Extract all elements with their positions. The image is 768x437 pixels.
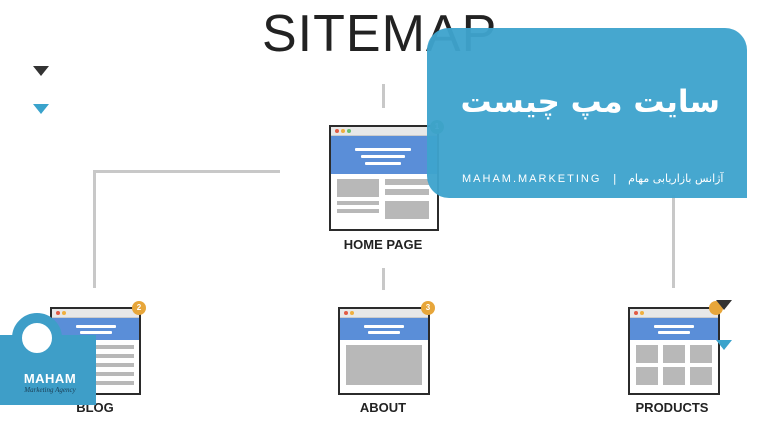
connector-line [382, 268, 385, 290]
banner-subtitle: MAHAM.MARKETING | آژانس بازاریابی مهام [462, 172, 722, 185]
triangle-down-icon [33, 66, 49, 76]
blog-badge: 2 [132, 301, 146, 315]
separator: | [613, 172, 617, 185]
logo-tagline: Marketing Agency [10, 386, 90, 394]
about-page-card [338, 307, 430, 395]
about-badge: 3 [421, 301, 435, 315]
agency-name: آژانس بازاریابی مهام [628, 172, 723, 185]
triangle-down-icon [716, 340, 732, 350]
connector-line [93, 170, 96, 288]
banner-title: سایت مپ چیست [455, 84, 720, 120]
site-url: MAHAM.MARKETING [462, 173, 601, 185]
home-page-card [329, 125, 439, 231]
products-label: PRODUCTS [602, 400, 742, 415]
connector-line [93, 170, 280, 173]
about-label: ABOUT [313, 400, 453, 415]
home-page-label: HOME PAGE [313, 237, 453, 252]
connector-line [672, 195, 675, 288]
products-page-card [628, 307, 720, 395]
triangle-down-icon [716, 300, 732, 310]
logo-icon [12, 313, 62, 363]
connector-line [382, 84, 385, 108]
triangle-down-icon [33, 104, 49, 114]
logo-name: MAHAM [10, 371, 90, 386]
